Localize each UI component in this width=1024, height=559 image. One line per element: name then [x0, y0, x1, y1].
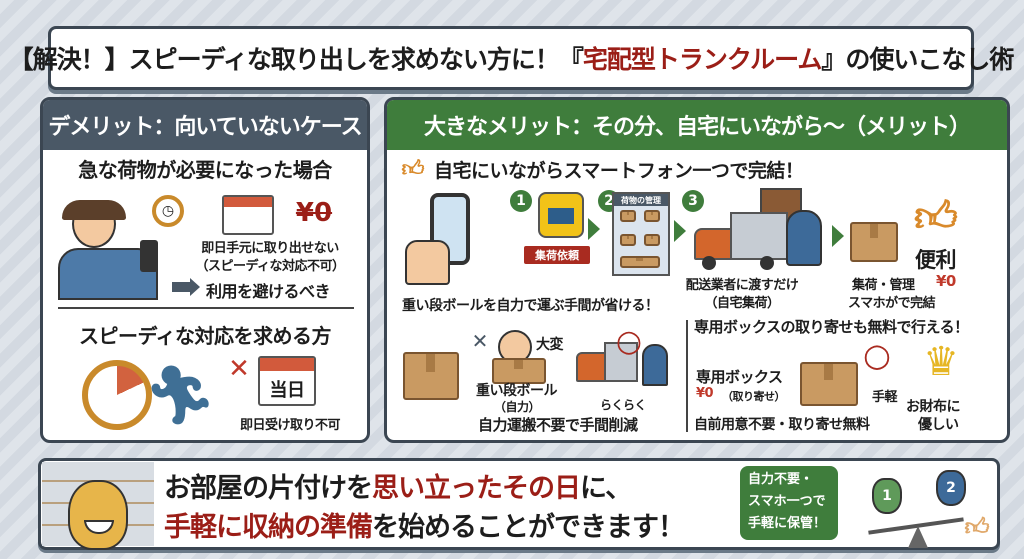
step-arrow-icon — [832, 225, 844, 247]
divider — [58, 307, 354, 309]
wallet-line1: お財布に — [906, 399, 961, 415]
merit-panel: 大きなメリット：その分、自宅にいながら～（メリット） — [384, 97, 1010, 443]
money-bag-2-icon: 2 — [936, 470, 966, 506]
calendar-today-icon — [258, 356, 316, 406]
calendar-icon — [222, 195, 274, 235]
pickup-request-button[interactable]: 集荷依頼 — [524, 246, 590, 264]
hand-icon — [405, 240, 450, 285]
self-label: （自力） — [494, 400, 541, 414]
benefit1-summary: 自力運搬不要で手間削減 — [478, 416, 638, 434]
heavy-box-label: 重い段ボール — [476, 383, 558, 399]
box-label: 専用ボックス — [696, 368, 783, 386]
mascot-icon — [68, 480, 128, 550]
convenient-label: 便利 — [915, 248, 957, 272]
truck-wheel — [760, 256, 774, 270]
title-part: 【解決！】スピーディな取り出しを求めない方に！『 — [8, 45, 584, 74]
case1-heading: 急な荷物が必要になった場合 — [78, 158, 332, 182]
handy-label: 手軽 — [872, 390, 898, 405]
stopwatch-icon — [82, 360, 152, 430]
money-bag-1-icon: 1 — [872, 478, 902, 514]
bottom-banner — [38, 458, 1000, 550]
cardboard-box-icon — [403, 352, 459, 400]
cross-icon: ✕ — [471, 329, 489, 353]
running-person-icon: 🏃︎ — [144, 363, 216, 428]
box-icon — [620, 210, 636, 222]
delivery-worker-icon — [642, 344, 668, 386]
heavy-box-icon — [492, 358, 546, 384]
crown-icon: ♛ — [923, 339, 959, 385]
badge-line: スマホ一つで — [748, 494, 826, 509]
thumbs-up-icon: 👍︎ — [401, 156, 425, 182]
delivery-worker-icon — [786, 210, 822, 266]
truck-cargo — [604, 342, 638, 382]
merit-header: 大きなメリット：その分、自宅にいながら～（メリット） — [387, 100, 1007, 150]
bottom-line2: 手軽に収納の準備を始めることができます！ — [164, 505, 685, 544]
step-arrow-icon — [588, 218, 600, 240]
truck-icon — [730, 212, 788, 260]
cost-label: 集荷・管理 — [852, 278, 915, 293]
app-icon — [538, 192, 584, 238]
badge-line: 自力不要・ — [748, 472, 814, 487]
title-highlight: 宅配型トランクルーム — [582, 45, 823, 74]
summary-badge: 自力不要・ スマホ一つで 手軽に保管！ — [740, 466, 838, 540]
merit-subheading: 自宅にいながらスマートフォン一つで完結！ — [434, 160, 804, 182]
cardboard-box-icon — [850, 222, 898, 262]
box-icon — [644, 210, 660, 222]
case2-heading: スピーディな対応を求める方 — [78, 324, 332, 348]
smartphone-done: スマホがで完結 — [848, 296, 936, 311]
arrow-right-icon — [172, 282, 192, 292]
circle-ok-icon: ○ — [615, 323, 643, 359]
thumbs-up-icon: 👍︎ — [914, 191, 958, 241]
scale-stand — [908, 526, 928, 548]
case2-caption: 即日受け取り不可 — [239, 418, 341, 433]
text-part: を始めることができます！ — [372, 512, 685, 543]
case1-line2: （スピーディな対応不可） — [195, 259, 345, 274]
box-icon — [644, 234, 660, 246]
benefit2-summary: 自前用意不要・取り寄せ無料 — [694, 417, 870, 433]
title-part: 』の使いこなし術 — [821, 45, 1014, 74]
crossed-yen-icon: ¥0 — [295, 198, 333, 228]
bottom-line1: お部屋の片付けを思い立ったその日に、 — [164, 466, 632, 505]
step-1-badge: 1 — [510, 190, 532, 212]
truck-wheel — [702, 256, 716, 270]
hard-label: 大変 — [536, 337, 564, 353]
wallet-line2: 優しい — [918, 417, 959, 433]
box-icon — [620, 256, 660, 268]
box-price-note: （取り寄せ） — [722, 390, 786, 403]
circle-ok-icon: ○ — [863, 336, 891, 374]
alarm-clock-icon: ◷ — [152, 195, 184, 227]
handover-text: 配送業者に渡すだけ — [685, 278, 799, 293]
text-highlight: 手軽に収納の準備 — [164, 512, 373, 543]
thumbs-up-icon: 👍︎ — [964, 512, 990, 541]
truck-icon — [576, 352, 606, 382]
arrow-right-head — [190, 278, 200, 296]
benefit2-heading: 専用ボックスの取り寄せも無料で行える！ — [694, 318, 969, 336]
benefit1-heading: 重い段ボールを自力で運ぶ手間が省ける！ — [402, 298, 659, 314]
phone-icon — [140, 240, 158, 272]
case1-line1: 即日手元に取り出せない — [201, 241, 339, 256]
app-screen-title: 荷物の管理 — [614, 194, 668, 206]
divider — [686, 320, 688, 432]
cross-icon: ✕ — [228, 354, 250, 384]
case1-conclusion: 利用を避けるべき — [206, 282, 331, 301]
step-arrow-icon — [674, 220, 686, 242]
text-part: お部屋の片付けを — [164, 473, 373, 504]
easy-label: らくらく — [600, 398, 647, 412]
demerit-header: デメリット：向いていないケース — [43, 100, 367, 150]
open-box-icon — [800, 362, 858, 406]
hair — [62, 200, 126, 220]
cost-value: ¥0 — [936, 272, 956, 290]
calendar-label: 当日 — [269, 380, 306, 401]
page-title: 【解決！】スピーディな取り出しを求めない方に！『宅配型トランクルーム』の使いこな… — [9, 26, 1014, 90]
text-part: に、 — [580, 473, 632, 504]
badge-line: 手軽に保管！ — [748, 516, 827, 531]
handover-sub: （自宅集荷） — [704, 296, 780, 311]
box-price: ¥0 — [696, 386, 714, 401]
step-3-badge: 3 — [682, 190, 704, 212]
text-highlight: 思い立ったその日 — [372, 473, 581, 504]
truck-cab — [694, 228, 732, 260]
box-icon — [620, 234, 636, 246]
